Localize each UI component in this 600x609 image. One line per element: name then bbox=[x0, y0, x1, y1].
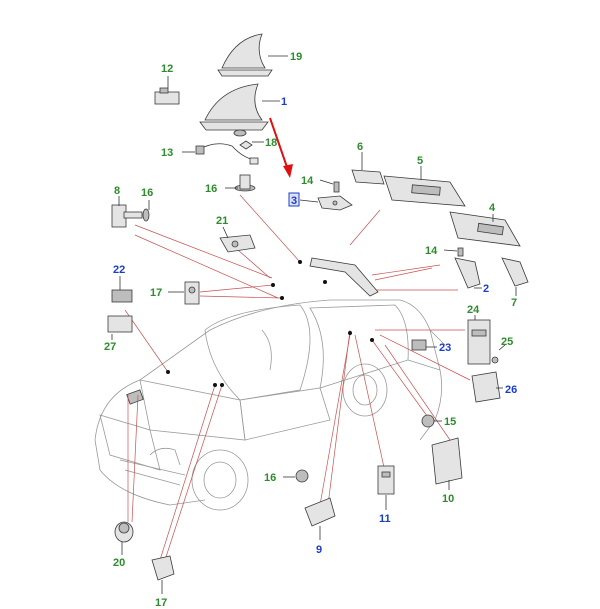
callout-18: 18 bbox=[265, 137, 277, 149]
module-icon bbox=[411, 319, 499, 365]
highlight-box bbox=[288, 192, 300, 207]
callout-3: 3 bbox=[291, 195, 297, 207]
callout-1: 1 bbox=[281, 96, 287, 108]
callout-11: 11 bbox=[379, 513, 391, 525]
callout-7: 7 bbox=[511, 297, 517, 309]
module-icon bbox=[154, 87, 180, 105]
red-leader-lines bbox=[124, 194, 471, 561]
module-icon bbox=[471, 371, 501, 403]
clip-icon bbox=[234, 174, 256, 192]
callout-labels: 19 1 12 18 13 6 5 14 3 16 4 8 16 21 14 2… bbox=[104, 51, 517, 609]
callout-6: 6 bbox=[357, 141, 363, 153]
mounting-points bbox=[166, 283, 374, 387]
callout-14-top: 14 bbox=[301, 175, 314, 187]
callout-14-right: 14 bbox=[425, 245, 438, 257]
callout-10: 10 bbox=[442, 493, 454, 505]
callout-20: 20 bbox=[113, 557, 125, 569]
callout-24: 24 bbox=[467, 304, 480, 316]
bracket-icon bbox=[151, 555, 175, 581]
callout-16-center: 16 bbox=[205, 183, 217, 195]
shark-fin-antenna-icon bbox=[217, 33, 273, 77]
roof-bar-icon bbox=[298, 257, 379, 297]
bracket-icon bbox=[184, 281, 200, 305]
callout-5: 5 bbox=[417, 155, 423, 167]
callout-16-left: 16 bbox=[141, 187, 153, 199]
callout-15: 15 bbox=[444, 416, 456, 428]
callout-4: 4 bbox=[489, 202, 496, 214]
callout-26: 26 bbox=[505, 384, 517, 396]
callout-2: 2 bbox=[483, 283, 489, 295]
module-icon bbox=[107, 289, 133, 333]
callout-25: 25 bbox=[501, 336, 513, 348]
bracket-icon bbox=[317, 195, 353, 211]
callout-21: 21 bbox=[216, 215, 228, 227]
callout-17-bottom: 17 bbox=[155, 597, 167, 609]
callout-27: 27 bbox=[104, 341, 116, 353]
sensor-icon bbox=[421, 414, 435, 428]
callout-16-bottom: 16 bbox=[264, 472, 276, 484]
sensor-icon bbox=[111, 204, 150, 228]
bracket-icon bbox=[351, 169, 385, 185]
panel-icon bbox=[383, 175, 466, 207]
red-arrow-icon bbox=[269, 117, 293, 178]
bracket-icon bbox=[454, 247, 529, 289]
callout-19: 19 bbox=[290, 51, 302, 63]
callout-13: 13 bbox=[161, 147, 173, 159]
sensor-icon bbox=[114, 521, 134, 543]
callout-8: 8 bbox=[114, 185, 120, 197]
module-icon bbox=[431, 437, 463, 485]
callout-9: 9 bbox=[316, 544, 322, 556]
bracket-icon bbox=[219, 234, 256, 253]
roof-antenna-icon bbox=[199, 83, 269, 137]
bolt-icon bbox=[333, 181, 340, 193]
callout-17-left: 17 bbox=[150, 287, 162, 299]
connector-icon bbox=[377, 465, 395, 495]
callout-23: 23 bbox=[439, 342, 451, 354]
sensor-icon bbox=[295, 469, 336, 527]
callout-22: 22 bbox=[113, 264, 125, 276]
panel-icon bbox=[449, 211, 521, 247]
callout-12: 12 bbox=[161, 63, 173, 75]
antenna-cable-icon bbox=[195, 140, 259, 165]
